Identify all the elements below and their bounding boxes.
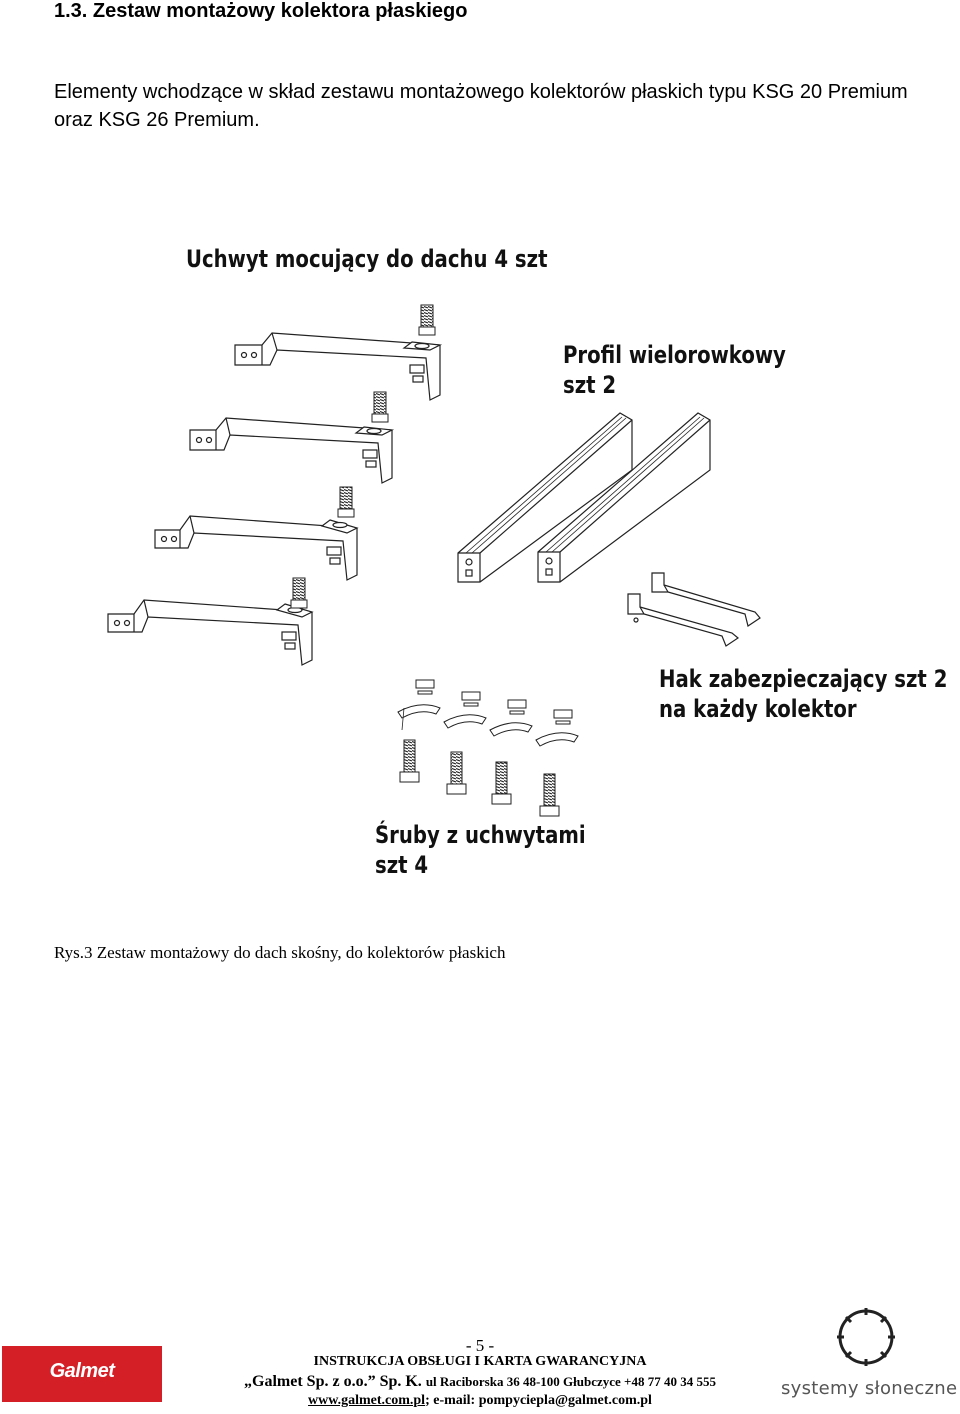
label-hook-line2: na każdy kolektor bbox=[659, 695, 857, 723]
clamp-1 bbox=[397, 679, 441, 731]
label-hook-line1: Hak zabezpieczający szt 2 bbox=[659, 665, 948, 693]
brand-tagline: systemy słoneczne bbox=[781, 1378, 958, 1399]
label-profile-line1: Profil wielorowkowy bbox=[563, 341, 786, 369]
label-screws-line1: Śruby z uchwytami bbox=[375, 821, 586, 849]
screw-1 bbox=[399, 739, 420, 783]
label-roof-bracket: Uchwyt mocujący do dachu 4 szt bbox=[186, 245, 548, 273]
label-profile-line2: szt 2 bbox=[563, 371, 617, 399]
bracket-bolt-1 bbox=[418, 304, 436, 336]
roof-bracket-2 bbox=[189, 417, 395, 484]
company-name: „Galmet Sp. z o.o.” Sp. K. bbox=[244, 1373, 422, 1390]
mounting-kit-drawing bbox=[107, 304, 761, 817]
screw-2 bbox=[446, 751, 467, 795]
sun-system-logo-icon bbox=[837, 1308, 895, 1366]
section-heading: 1.3. Zestaw montażowy kolektora płaskieg… bbox=[54, 0, 468, 22]
screw-3 bbox=[491, 761, 512, 805]
clamp-3 bbox=[489, 699, 533, 737]
contact-line: www.galmet.com.pl; e-mail: pompyciepla@g… bbox=[0, 1393, 960, 1409]
clamp-2 bbox=[443, 691, 487, 729]
safety-hook-2 bbox=[627, 593, 740, 647]
label-screws-line2: szt 4 bbox=[375, 851, 429, 879]
galmet-logo: Galmet bbox=[2, 1346, 162, 1402]
page-number: - 5 - bbox=[465, 1336, 495, 1355]
company-address: ul Raciborska 36 48-100 Głubczyce +48 77… bbox=[425, 1374, 716, 1389]
galmet-logo-text: Galmet bbox=[49, 1360, 115, 1382]
screw-4 bbox=[539, 773, 560, 817]
bracket-bolt-4 bbox=[290, 577, 308, 609]
doc-title: INSTRUKCJA OBSŁUGI I KARTA GWARANCYJNA bbox=[313, 1354, 647, 1369]
website-link[interactable]: www.galmet.com.pl bbox=[308, 1393, 426, 1408]
figure-caption: Rys.3 Zestaw montażowy do dach skośny, d… bbox=[54, 943, 506, 962]
roof-bracket-4 bbox=[107, 599, 314, 666]
company-line: „Galmet Sp. z o.o.” Sp. K. ul Raciborska… bbox=[0, 1373, 960, 1391]
intro-paragraph: Elementy wchodzące w skład zestawu monta… bbox=[54, 81, 908, 131]
clamp-4 bbox=[535, 709, 579, 747]
roof-bracket-1 bbox=[234, 332, 443, 401]
safety-hook-1 bbox=[651, 572, 761, 627]
email-text: ; e-mail: pompyciepla@galmet.com.pl bbox=[425, 1393, 652, 1408]
roof-bracket-3 bbox=[154, 515, 359, 581]
bracket-bolt-3 bbox=[337, 486, 355, 518]
multi-groove-profile-2 bbox=[537, 412, 711, 583]
bracket-bolt-2 bbox=[371, 391, 389, 423]
